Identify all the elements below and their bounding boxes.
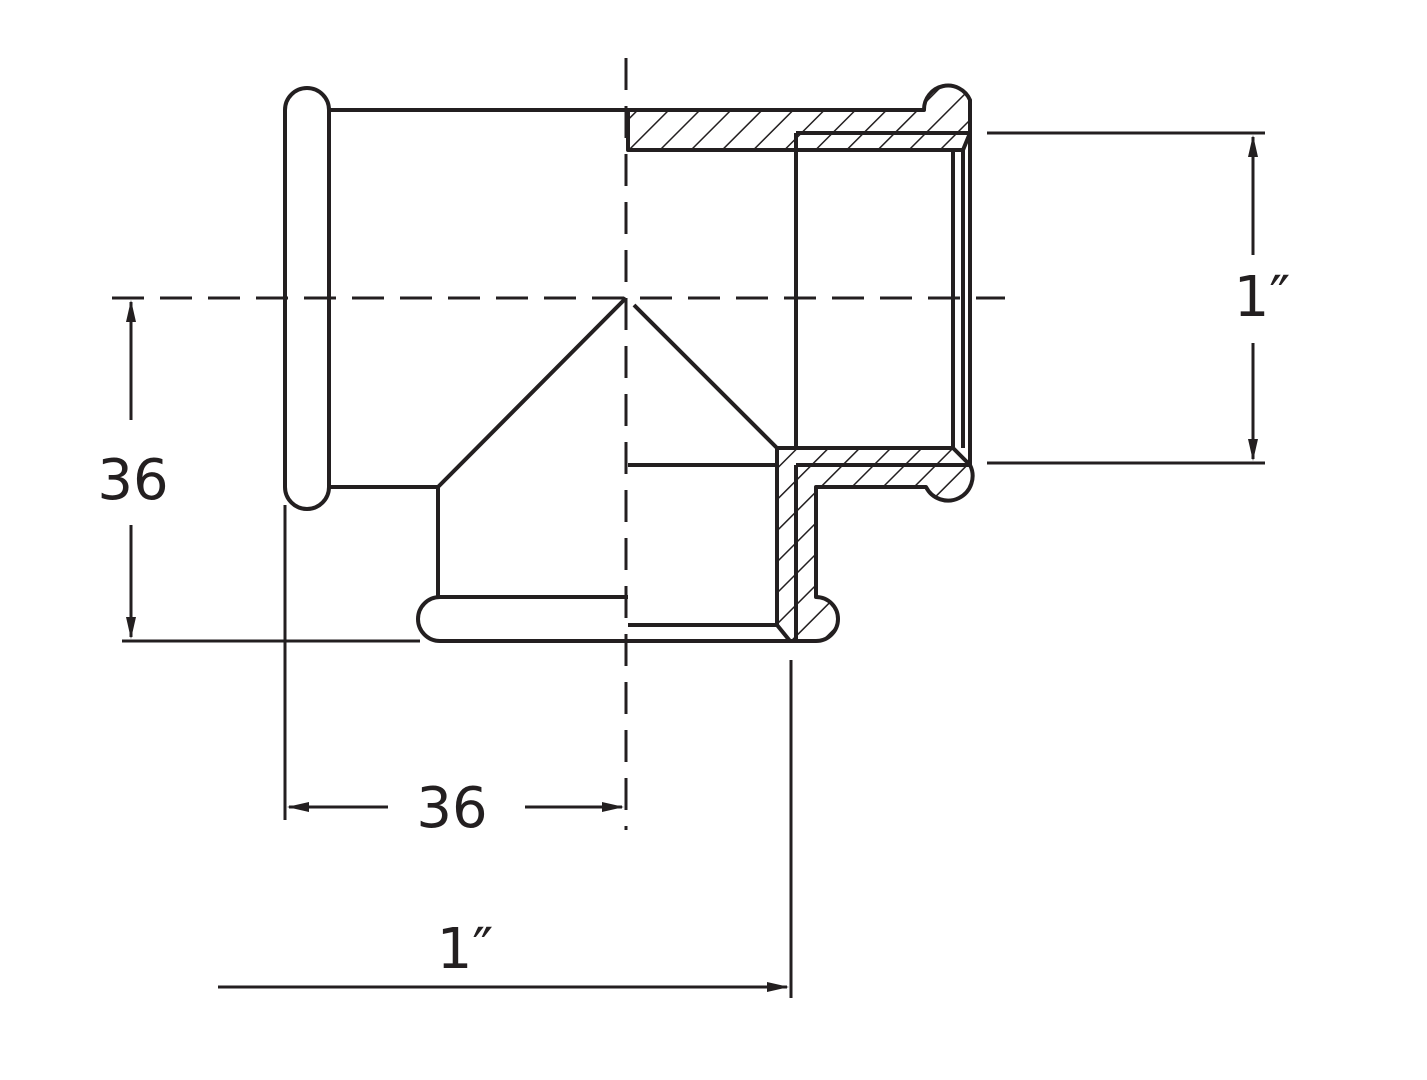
dimension-horizontal-bottom: 36 xyxy=(283,505,624,841)
dimension-label-horizontal: 36 xyxy=(416,776,487,841)
dimension-right-thread: 1″ xyxy=(987,131,1291,465)
tee-body-outline xyxy=(329,108,779,599)
center-lines xyxy=(112,58,1005,830)
dimension-label-vertical: 36 xyxy=(97,448,168,513)
section-top-wall xyxy=(626,83,972,448)
dimension-label-right: 1″ xyxy=(1234,265,1291,330)
dimension-vertical-left: 36 xyxy=(97,300,420,643)
section-lower-wall xyxy=(628,446,975,643)
dimension-label-bottom: 1″ xyxy=(437,917,494,982)
bottom-end-bead xyxy=(416,595,628,643)
dimension-bottom-thread: 1″ xyxy=(218,660,793,998)
